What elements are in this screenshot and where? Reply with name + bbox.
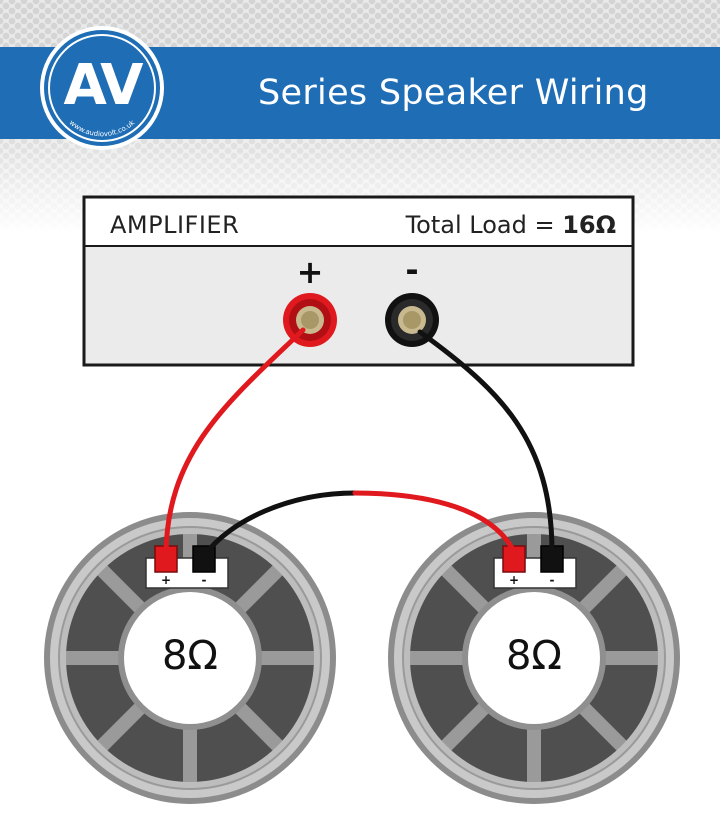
speaker-2-positive-symbol: + xyxy=(508,573,520,587)
speaker-1 xyxy=(44,512,336,804)
speaker-1-positive-symbol: + xyxy=(160,573,172,587)
amplifier-positive-symbol: + xyxy=(296,253,324,291)
page-title: Series Speaker Wiring xyxy=(258,73,649,113)
black-wire-amp-to-speaker-2 xyxy=(417,329,555,555)
logo-lettering: AV xyxy=(63,53,144,118)
speaker-2-terminals xyxy=(493,545,577,589)
amplifier-label: AMPLIFIER xyxy=(110,211,240,239)
total-load-prefix: Total Load = xyxy=(405,211,563,239)
speaker-2-impedance: 8Ω xyxy=(505,633,562,679)
speaker-1-negative-symbol: - xyxy=(201,573,207,587)
red-link-wire-speaker-2 xyxy=(352,490,517,555)
black-link-wire-speaker-1 xyxy=(201,490,358,559)
amplifier-header xyxy=(85,198,632,246)
speaker-2-negative-symbol: - xyxy=(549,573,555,587)
audiovolt-logo: www.audiovolt.co.uk xyxy=(40,26,164,150)
total-load-value: 16Ω xyxy=(562,211,616,239)
total-load-label: Total Load = 16Ω xyxy=(406,210,616,240)
amplifier-negative-symbol: - xyxy=(405,251,419,289)
speaker-2 xyxy=(388,512,680,804)
speaker-1-impedance: 8Ω xyxy=(161,633,218,679)
red-wire-amp-to-speaker-1 xyxy=(163,327,306,555)
speaker-2-positive-terminal xyxy=(502,545,526,573)
